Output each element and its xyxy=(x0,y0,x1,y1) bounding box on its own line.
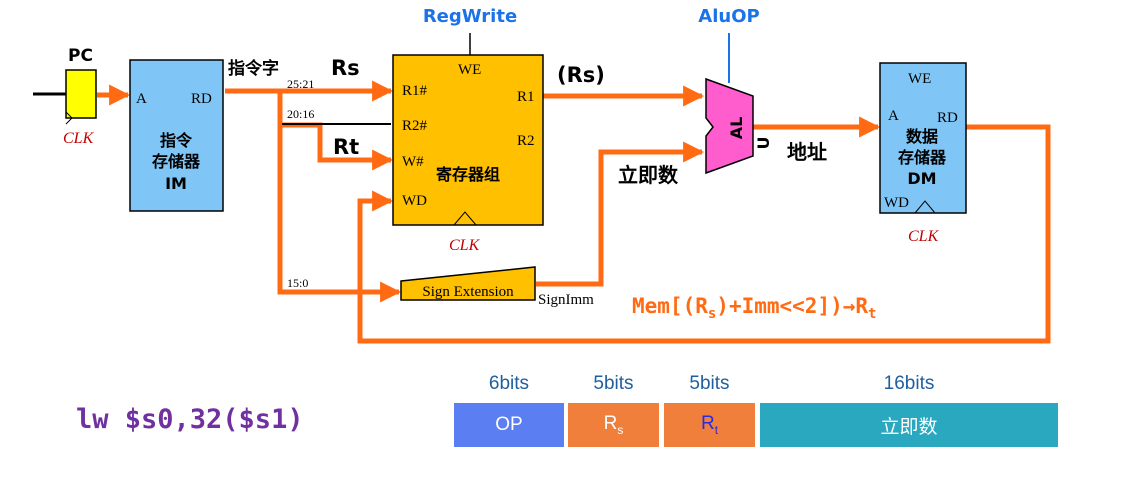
dm-wd: WD xyxy=(884,195,909,211)
data-memory xyxy=(879,62,967,214)
field-rt-width: 5bits xyxy=(689,373,730,394)
pc-label: PC xyxy=(68,46,93,66)
im-name-line2: 存储器 xyxy=(152,152,201,171)
instr-word-label: 指令字 xyxy=(228,58,279,79)
regfile-r2-addr: R2# xyxy=(402,118,428,134)
regfile-r2: R2 xyxy=(517,133,535,149)
dm-name-line2: 存储器 xyxy=(898,148,947,167)
instruction-memory xyxy=(129,59,224,212)
bits-20-16-label: 20:16 xyxy=(287,107,314,121)
alu-label-u: U xyxy=(754,137,773,150)
im-name-line3: IM xyxy=(165,174,187,193)
field-rt-sub: t xyxy=(714,422,719,437)
instruction-text: lw $s0,32($s1) xyxy=(76,404,304,435)
dm-we: WE xyxy=(908,71,931,87)
aluop-label: AluOP xyxy=(698,6,759,27)
field-rs-sub: s xyxy=(617,422,624,437)
field-rt-label: Rt xyxy=(701,413,718,437)
field-op: OP xyxy=(454,403,564,447)
field-rs: Rs xyxy=(568,403,659,447)
regfile-wd: WD xyxy=(402,193,427,209)
address-label: 地址 xyxy=(787,140,827,164)
rt-label: Rt xyxy=(333,135,359,159)
pc-clock-symbol xyxy=(65,111,73,125)
field-rs-width: 5bits xyxy=(593,373,634,394)
sign-ext-label: Sign Extension xyxy=(422,284,514,300)
im-port-a: A xyxy=(136,91,147,107)
rs-value-label: (Rs) xyxy=(557,63,605,87)
operation-sub2: t xyxy=(868,306,876,322)
field-imm-width: 16bits xyxy=(883,373,935,394)
bus-wires xyxy=(97,80,1051,344)
field-op-label: OP xyxy=(495,414,523,435)
sign-extension xyxy=(400,266,536,301)
wire-dm-to-wd xyxy=(357,124,1051,344)
dm-port-a: A xyxy=(888,108,899,124)
field-rs-letter: R xyxy=(603,413,618,435)
rs-label: Rs xyxy=(331,56,360,80)
operation-part2: )+Imm<<2])→R xyxy=(716,294,868,318)
dm-clock-symbol xyxy=(914,200,936,214)
dm-clk-label: CLK xyxy=(908,228,940,245)
regfile-clock-symbol xyxy=(453,211,477,226)
im-name-line1: 指令 xyxy=(160,131,193,150)
regfile-r1-addr: R1# xyxy=(402,83,428,99)
dm-name-line3: DM xyxy=(907,169,936,188)
pc-clk-label: CLK xyxy=(63,130,95,147)
wire-imm-to-alu xyxy=(536,141,705,287)
bits-15-0-label: 15:0 xyxy=(287,276,308,290)
field-imm-label: 立即数 xyxy=(880,416,938,438)
alu xyxy=(705,77,754,175)
operation-formula: Mem[(Rs)+Imm<<2])→Rt xyxy=(632,294,876,322)
regfile-name: 寄存器组 xyxy=(436,165,500,184)
signimm-label: SignImm xyxy=(538,292,594,308)
regwrite-label: RegWrite xyxy=(423,6,517,27)
field-rs-label: Rs xyxy=(604,413,624,437)
bits-25-21-label: 25:21 xyxy=(287,77,314,91)
field-immediate: 立即数 xyxy=(760,403,1058,447)
dm-port-rd: RD xyxy=(937,110,958,126)
regfile-clk-label: CLK xyxy=(449,237,481,254)
field-op-width: 6bits xyxy=(488,373,530,394)
immediate-label: 立即数 xyxy=(618,163,679,187)
im-port-rd: RD xyxy=(191,91,212,107)
field-rt-letter: R xyxy=(700,413,715,435)
field-rt: Rt xyxy=(664,403,755,447)
regfile-w-addr: W# xyxy=(402,154,424,170)
operation-sub1: s xyxy=(708,306,716,322)
dm-name-line1: 数据 xyxy=(906,127,938,146)
regfile-r1: R1 xyxy=(517,89,535,105)
alu-label: AL xyxy=(727,117,746,140)
pc-register xyxy=(65,69,97,119)
register-file xyxy=(392,54,544,226)
wire-imm-bus xyxy=(277,91,402,303)
regfile-we: WE xyxy=(458,62,481,78)
operation-part1: Mem[(R xyxy=(632,294,708,318)
